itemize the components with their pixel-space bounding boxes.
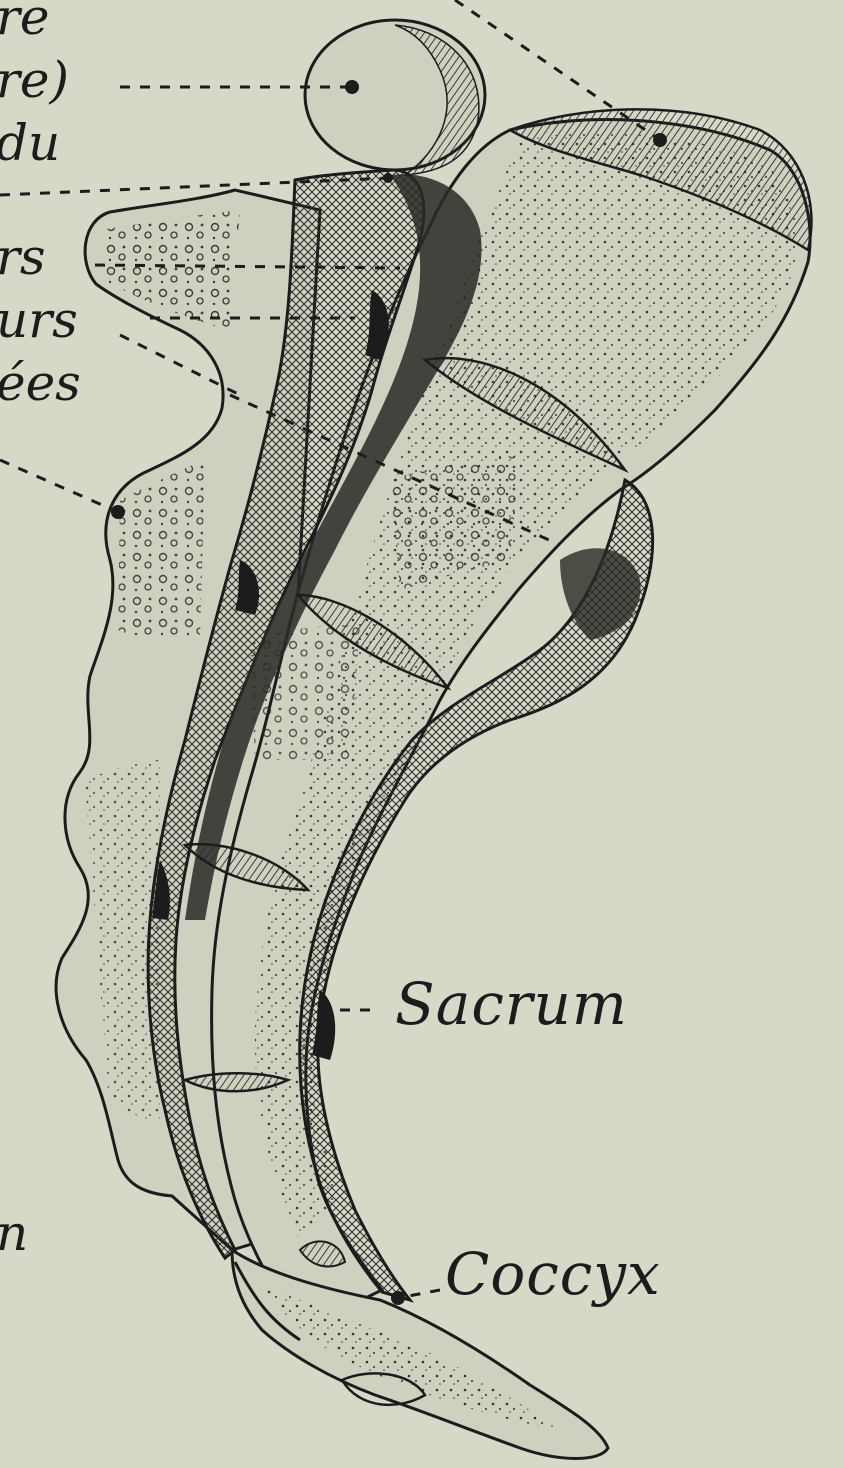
- label-fragment: ées: [0, 358, 81, 408]
- label-fragment: re: [0, 0, 50, 42]
- label-fragment: du: [0, 118, 60, 168]
- coccyx-label: Coccyx: [445, 1245, 661, 1303]
- label-fragment: n: [0, 1208, 28, 1258]
- label-fragment: re): [0, 55, 69, 105]
- label-fragment: rs: [0, 232, 46, 282]
- sacrum-label: Sacrum: [395, 975, 628, 1033]
- label-fragment: urs: [0, 295, 78, 345]
